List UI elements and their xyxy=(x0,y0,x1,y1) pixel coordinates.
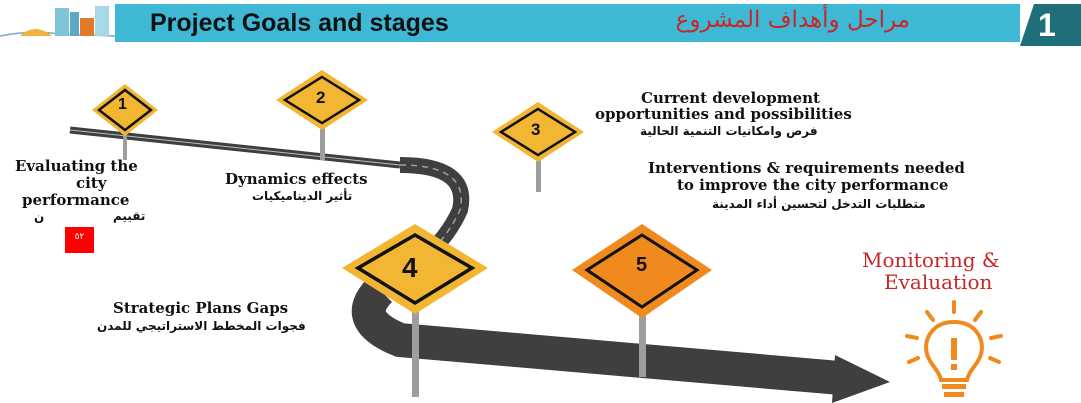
stage-1-label-line1: Evaluating the xyxy=(15,157,138,175)
stage-1-sign xyxy=(92,84,158,160)
stage-4-sign xyxy=(342,224,488,397)
stage-4-number: 4 xyxy=(402,252,418,283)
stage-1-number: 1 xyxy=(118,96,127,113)
stage-4-label-ar: فجوات المخطط الاستراتيجي للمدن xyxy=(97,319,306,333)
stage-2-label: Dynamics effects xyxy=(225,170,368,188)
city-logo-icon xyxy=(0,6,115,37)
stage-3-label-line1: Current development xyxy=(641,89,820,107)
section-number: 1 xyxy=(1038,7,1056,43)
stage-2-number: 2 xyxy=(316,88,326,107)
stage-4-label: Strategic Plans Gaps xyxy=(113,299,289,317)
stage-3-label-ar: فرص وامكانيات التنمية الحالية xyxy=(640,124,818,138)
header-band xyxy=(115,4,1020,42)
lightbulb-icon xyxy=(905,300,1003,397)
monitoring-line1: Monitoring & xyxy=(862,248,1000,272)
stage-5-number: 5 xyxy=(636,254,648,276)
stage-2-label-ar: تأثير الديناميكيات xyxy=(252,189,353,203)
stage-1-label-line3: performance xyxy=(22,191,130,209)
stage-3-label-line2: opportunities and possibilities xyxy=(595,105,852,123)
monitoring-line2: Evaluation xyxy=(884,270,993,294)
stage-1-label-ar-fragment: ن xyxy=(34,210,45,224)
page-title-en: Project Goals and stages xyxy=(150,9,449,37)
stage-5-sign xyxy=(572,224,712,377)
stage-3-sign xyxy=(492,102,584,192)
page-marker-badge: ٥٢ xyxy=(65,227,94,253)
stage-1-label-line2: city xyxy=(76,174,107,192)
stage-2-sign xyxy=(276,70,368,160)
stage-3-number: 3 xyxy=(531,120,541,139)
interventions-line2: to improve the city performance xyxy=(677,176,949,194)
stage-1-label-ar: تقييم xyxy=(113,209,146,223)
section-number-badge xyxy=(1020,4,1081,46)
interventions-line1: Interventions & requirements needed xyxy=(648,159,965,177)
page-title-ar: مراحل وأهداف المشروع xyxy=(675,7,910,33)
interventions-label-ar: متطلبات التدخل لتحسين أداء المدينة xyxy=(712,197,926,211)
header-bar: Project Goals and stages مراحل وأهداف ال… xyxy=(0,0,1081,50)
